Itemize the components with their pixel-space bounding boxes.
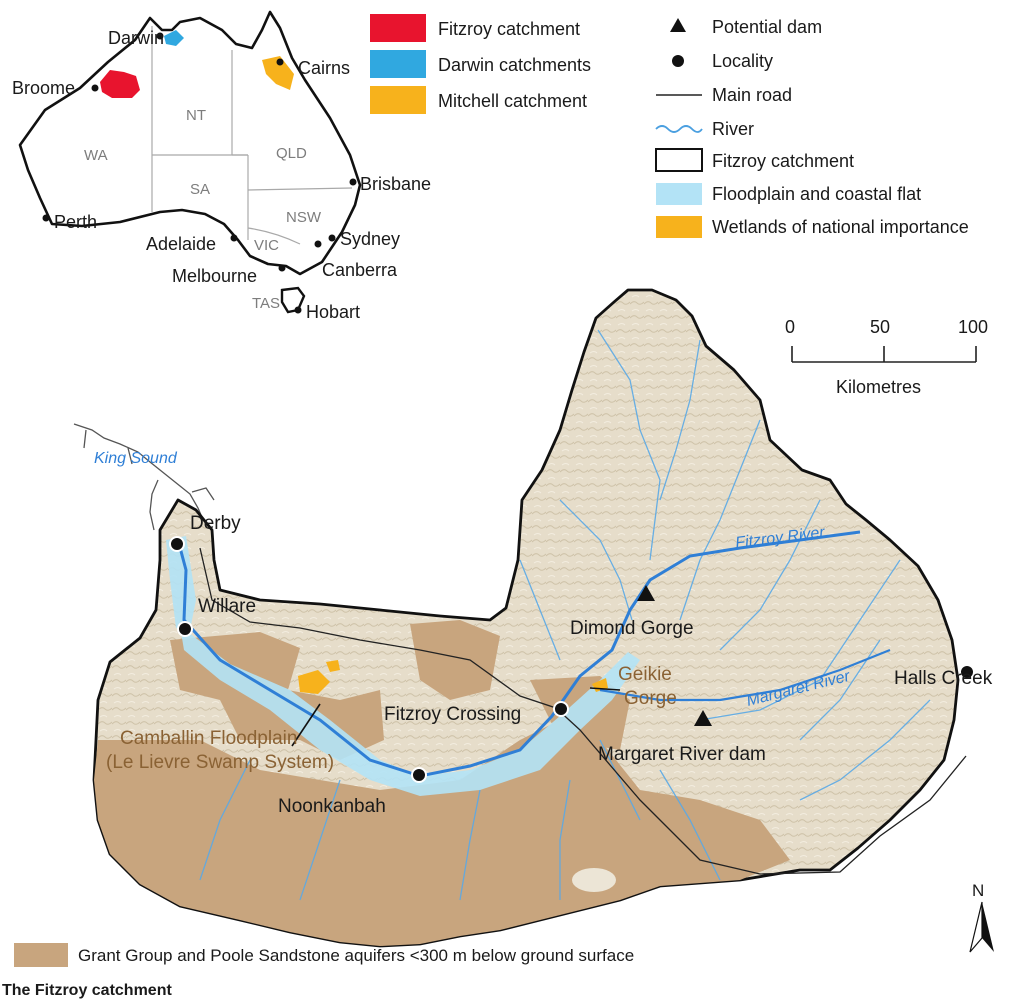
- label-fitzroy-crossing: Fitzroy Crossing: [384, 704, 521, 725]
- city-label-darwin: Darwin: [108, 28, 164, 48]
- label-camballin-2: (Le Lievre Swamp System): [106, 752, 334, 773]
- north-arrow-icon: N: [969, 881, 994, 953]
- legend-swatch-fitzroy-inset: [370, 14, 426, 42]
- scale-bar: [791, 346, 977, 363]
- scale-tick-100: 100: [958, 317, 988, 337]
- river-wave-icon: [655, 125, 703, 133]
- city-label-perth: Perth: [54, 212, 97, 232]
- dam-triangle-dimond: [637, 585, 655, 601]
- label-king-sound: King Sound: [94, 450, 178, 467]
- inset-legend: Fitzroy catchment Darwin catchments Mitc…: [370, 14, 591, 114]
- legend-label-floodplain: Floodplain and coastal flat: [712, 184, 921, 204]
- legend-label-locality: Locality: [712, 51, 773, 71]
- legend-label-aquifer: Grant Group and Poole Sandstone aquifers…: [78, 946, 634, 965]
- city-label-hobart: Hobart: [306, 302, 360, 322]
- dot-icon: [672, 55, 684, 67]
- label-halls-creek: Halls Creek: [894, 668, 993, 689]
- australia-inset-map: WA NT SA QLD NSW VIC TAS Darwin Broome C…: [12, 10, 431, 322]
- scale-tick-0: 0: [785, 317, 795, 337]
- legend-swatch-aquifer: [14, 943, 68, 967]
- state-borders: [151, 26, 353, 245]
- city-label-brisbane: Brisbane: [360, 174, 431, 194]
- city-label-adelaide: Adelaide: [146, 234, 216, 254]
- label-derby: Derby: [190, 513, 241, 534]
- margaret-river-line: [599, 648, 891, 702]
- label-camballin-1: Camballin Floodplain: [120, 728, 297, 749]
- legend-label-potential-dam: Potential dam: [712, 17, 822, 37]
- legend-label-wetlands: Wetlands of national importance: [712, 217, 969, 237]
- legend-label-main-road: Main road: [712, 85, 792, 105]
- state-label-tas: TAS: [252, 295, 280, 312]
- pale-patch: [572, 868, 616, 892]
- city-label-melbourne: Melbourne: [172, 266, 257, 286]
- king-sound-coastline: [73, 423, 215, 531]
- darwin-catchments-inset: [164, 30, 184, 46]
- legend-label-river: River: [712, 119, 754, 139]
- city-label-cairns: Cairns: [298, 58, 350, 78]
- triangle-icon: [670, 18, 686, 32]
- main-legend: Potential dam Locality Main road River F…: [655, 17, 969, 238]
- map-title: The Fitzroy catchment: [2, 982, 172, 999]
- legend-label-mitchell: Mitchell catchment: [438, 91, 587, 111]
- legend-swatch-wetlands: [656, 216, 702, 238]
- label-willare: Willare: [198, 596, 256, 617]
- label-noonkanbah: Noonkanbah: [278, 796, 386, 817]
- dam-triangle-margaret: [694, 710, 712, 726]
- catchment-outline-icon: [655, 148, 703, 172]
- potential-dam-markers: [637, 585, 712, 726]
- label-geikie-1: Geikie: [618, 664, 672, 685]
- state-label-nsw: NSW: [286, 209, 322, 226]
- scale-unit-label: Kilometres: [836, 377, 921, 397]
- state-label-wa: WA: [84, 147, 108, 164]
- scale-tick-50: 50: [870, 317, 890, 337]
- svg-text:N: N: [972, 881, 984, 900]
- legend-label-fitzroy-inset: Fitzroy catchment: [438, 19, 580, 39]
- state-label-sa: SA: [190, 181, 210, 198]
- fitzroy-river-line: [176, 530, 861, 778]
- floodplain-zones: [166, 536, 640, 796]
- legend-label-darwin: Darwin catchments: [438, 55, 591, 75]
- legend-swatch-mitchell: [370, 86, 426, 114]
- legend-swatch-darwin: [370, 50, 426, 78]
- fitzroy-catchment: [92, 288, 967, 948]
- city-label-sydney: Sydney: [340, 229, 400, 249]
- legend-label-fitzroy-outline: Fitzroy catchment: [712, 151, 854, 171]
- state-label-nt: NT: [186, 107, 206, 124]
- label-margaret-river-dam: Margaret River dam: [598, 744, 766, 765]
- mitchell-catchment-inset: [262, 56, 294, 90]
- camballin-leader-line: [291, 703, 321, 747]
- fitzroy-catchment-inset: [100, 70, 140, 98]
- locality-dots: [169, 536, 975, 783]
- city-label-canberra: Canberra: [322, 260, 398, 280]
- state-label-vic: VIC: [254, 237, 279, 254]
- city-label-broome: Broome: [12, 78, 75, 98]
- tributary-rivers: [199, 329, 931, 901]
- geikie-leader-line: [589, 687, 621, 691]
- legend-swatch-floodplain: [656, 183, 702, 205]
- inset-city-dots: [42, 32, 357, 314]
- label-geikie-2: Gorge: [624, 688, 677, 709]
- label-dimond-gorge: Dimond Gorge: [570, 618, 694, 639]
- state-label-qld: QLD: [276, 145, 307, 162]
